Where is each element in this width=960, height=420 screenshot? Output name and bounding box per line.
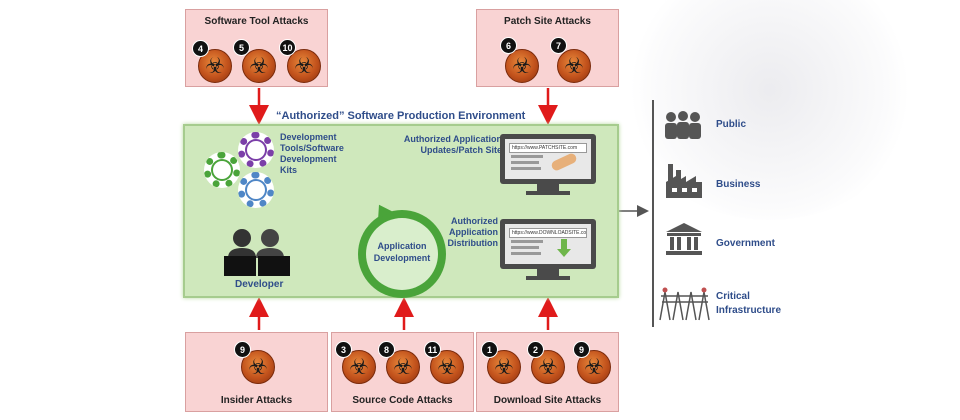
download-site-url: https://www.DOWNLOADSITE.com (509, 228, 587, 238)
app-development-circle: Application Development (358, 210, 446, 298)
dev-tools-label: Development Tools/Software Development K… (280, 132, 344, 175)
consumer-label-government: Government (716, 238, 775, 249)
attack-title: Download Site Attacks (493, 395, 602, 406)
attack-number-badge: 6 (500, 37, 517, 54)
people-icon (665, 111, 701, 139)
biohazard-icon: ☣ (505, 49, 539, 83)
bandage-icon (550, 151, 578, 173)
gear-icon (238, 172, 274, 208)
attack-number-badge: 2 (527, 341, 544, 358)
environment-title: “Authorized” Software Production Environ… (276, 110, 526, 122)
patch-site-attacks-box: Patch Site Attacks ☣ 6 ☣ 7 (476, 9, 619, 87)
attack-title: Source Code Attacks (352, 395, 453, 406)
attack-number-badge: 3 (335, 341, 352, 358)
distribution-label: Authorized Application Distribution (447, 216, 499, 248)
attack-number-badge: 9 (573, 341, 590, 358)
attack-number-badge: 9 (234, 341, 251, 358)
biohazard-icon: ☣ (487, 350, 521, 384)
insider-attacks-box: ☣ 9 Insider Attacks (185, 332, 328, 412)
biohazard-icon: ☣ (198, 49, 232, 83)
developer-icon (224, 229, 290, 276)
attack-number-badge: 10 (279, 39, 296, 56)
attack-number-badge: 5 (233, 39, 250, 56)
patch-site-label: Authorized Application Updates/Patch Sit… (403, 134, 502, 155)
attack-title: Insider Attacks (220, 395, 293, 406)
attack-number-badge: 11 (424, 341, 441, 358)
attack-number-badge: 1 (481, 341, 498, 358)
government-building-icon (666, 223, 702, 255)
patch-site-url: https://www.PATCHSITE.com (509, 143, 587, 153)
attack-title: Software Tool Attacks (204, 16, 309, 27)
patch-site-monitor: https://www.PATCHSITE.com (500, 134, 596, 184)
attack-number-badge: 7 (550, 37, 567, 54)
consumer-label-business: Business (716, 179, 761, 190)
developer-label: Developer (235, 279, 284, 290)
power-tower-icon (659, 287, 710, 321)
factory-icon (666, 164, 702, 198)
download-arrow-icon (561, 239, 567, 249)
biohazard-icon: ☣ (242, 49, 276, 83)
consumer-label-public: Public (716, 119, 747, 130)
attack-number-badge: 4 (192, 40, 209, 57)
gear-icon (204, 152, 240, 188)
attack-number-badge: 8 (378, 341, 395, 358)
source-code-attacks-box: ☣ 3 ☣ 8 ☣ 11 Source Code Attacks (331, 332, 474, 412)
app-development-label: Application Development (373, 241, 431, 263)
biohazard-icon: ☣ (557, 49, 591, 83)
gear-icon (238, 132, 274, 168)
download-site-monitor: https://www.DOWNLOADSITE.com (500, 219, 596, 269)
consumer-label-critical-infrastructure: Critical Infrastructure (716, 291, 782, 316)
download-site-attacks-box: ☣ 1 ☣ 2 ☣ 9 Download Site Attacks (476, 332, 619, 412)
biohazard-icon: ☣ (287, 49, 321, 83)
software-tool-attacks-box: Software Tool Attacks ☣ 4 ☣ 5 ☣ 10 (185, 9, 328, 87)
attack-title: Patch Site Attacks (504, 16, 591, 27)
